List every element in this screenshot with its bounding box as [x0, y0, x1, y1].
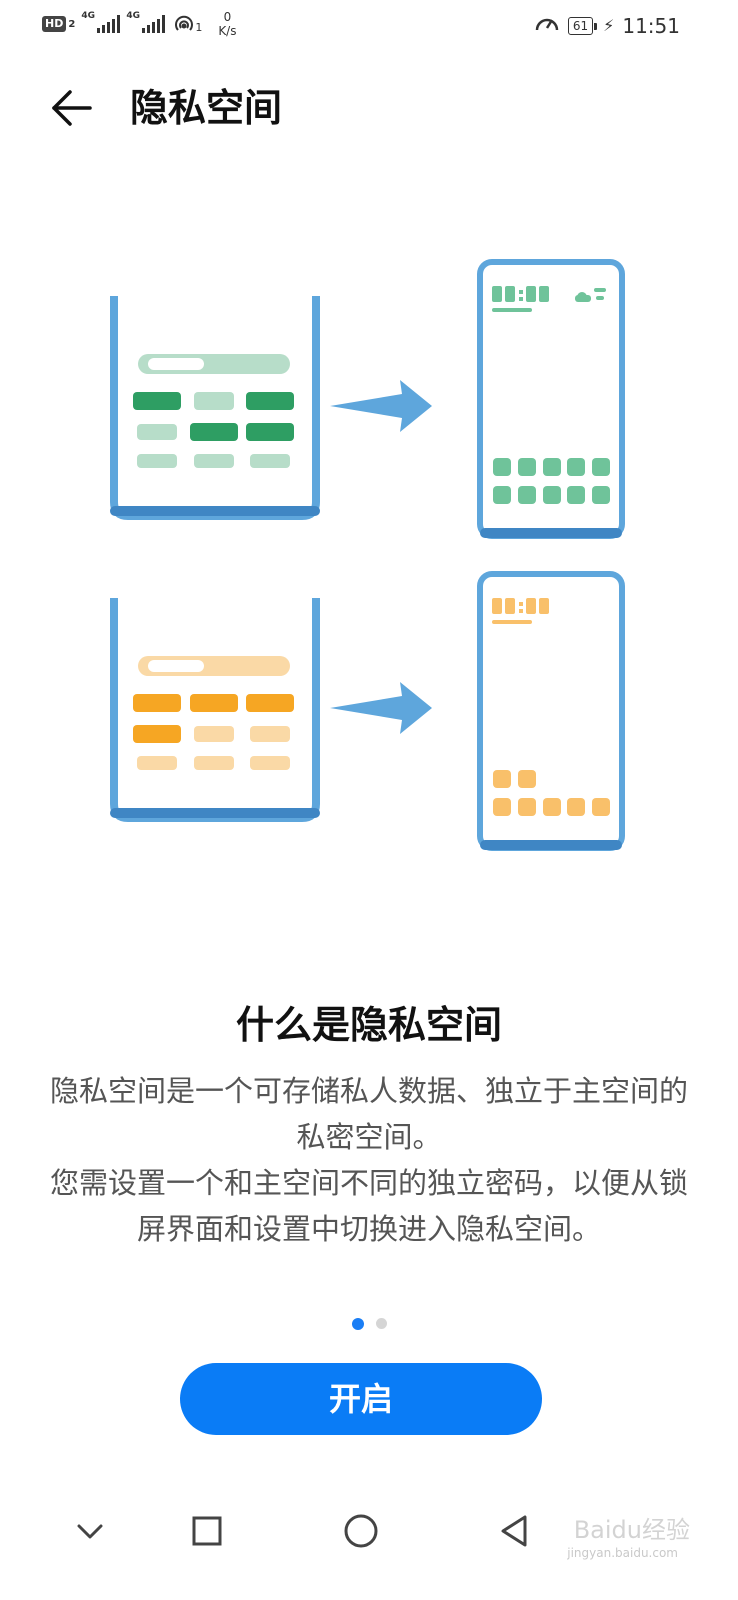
clock: 11:51 [622, 13, 680, 38]
hotspot-icon: 1 [173, 14, 202, 34]
orange-arrow-icon [330, 682, 432, 734]
description-paragraph-1: 隐私空间是一个可存储私人数据、独立于主空间的私密空间。 [50, 1074, 689, 1154]
charging-icon: ⚡ [603, 16, 615, 35]
hd-badge: HD [42, 16, 67, 32]
back-arrow-icon [52, 90, 92, 126]
description: 隐私空间是一个可存储私人数据、独立于主空间的私密空间。 您需设置一个和主空间不同… [50, 1068, 688, 1252]
private-space-illustration [110, 259, 625, 851]
orange-phone-bottom-icon [110, 598, 320, 822]
network-type-1: 4G [81, 11, 95, 21]
orange-phone-screen-icon [477, 571, 625, 851]
net-speed-unit: K/s [218, 24, 237, 38]
status-left: HD 2 4G 4G 1 0 K/s [42, 10, 236, 38]
network-type-2: 4G [126, 11, 140, 21]
speedometer-icon [534, 12, 560, 39]
section-title: 什么是隐私空间 [235, 1003, 502, 1047]
baidu-watermark-url: jingyan.baidu.com [567, 1546, 678, 1560]
green-arrow-icon [330, 380, 432, 432]
navigation-bar [0, 1490, 738, 1570]
nav-recents-button[interactable] [182, 1506, 232, 1556]
signal-icon-sim1: 4G [81, 11, 121, 33]
page-title: 隐私空间 [130, 86, 283, 130]
back-button[interactable] [44, 80, 100, 136]
hotspot-count: 1 [195, 21, 203, 34]
page-dot-1[interactable] [351, 1318, 364, 1330]
green-phone-screen-icon [477, 259, 625, 539]
page-indicator [0, 1318, 738, 1330]
nav-home-button[interactable] [336, 1506, 386, 1556]
signal-icon-sim2: 4G [126, 11, 166, 33]
green-phone-bottom-icon [110, 296, 320, 520]
page-dot-2[interactable] [375, 1318, 387, 1329]
square-icon [192, 1516, 222, 1546]
description-paragraph-2: 您需设置一个和主空间不同的独立密码，以便从锁屏界面和设置中切换进入隐私空间。 [50, 1166, 689, 1246]
net-speed-value: 0 [223, 10, 232, 24]
title-bar: 隐私空间 [0, 70, 738, 146]
net-speed: 0 K/s [218, 10, 236, 38]
enable-button[interactable]: 开启 [180, 1363, 542, 1435]
hd-sim-number: 2 [68, 18, 76, 30]
triangle-back-icon [501, 1515, 527, 1547]
circle-icon [344, 1514, 378, 1548]
nav-collapse-button[interactable] [65, 1506, 115, 1556]
chevron-down-icon [77, 1524, 103, 1539]
nav-back-button[interactable] [490, 1506, 540, 1556]
status-bar: HD 2 4G 4G 1 0 K/s 61 ⚡ 11:51 [0, 0, 738, 56]
battery-icon: 61 [567, 16, 598, 35]
status-right: 61 ⚡ 11:51 [534, 12, 680, 39]
baidu-watermark: Baidu经验 [573, 1516, 690, 1544]
